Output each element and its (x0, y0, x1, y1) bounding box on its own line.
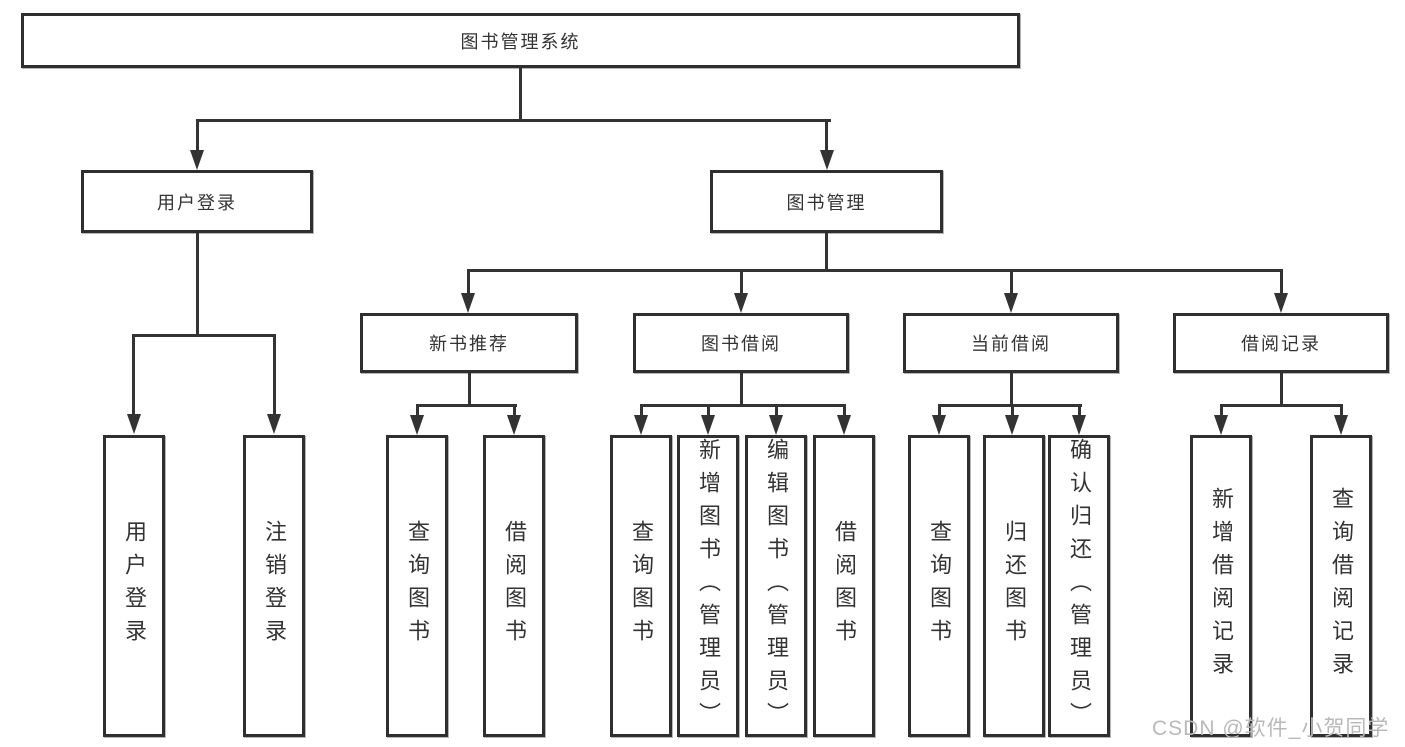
connector-records-stem (1279, 373, 1283, 407)
leaf-borrow-query: 查询图书 (610, 435, 672, 737)
arrow-currentborrow-leaf-2 (1005, 415, 1019, 435)
connector-bookmgmt-drop-3 (1009, 269, 1013, 295)
arrow-bookborrow-leaf-3 (769, 415, 783, 435)
node-label: 新增图书（管理员） (696, 438, 721, 735)
arrow-records-leaf-2 (1334, 415, 1348, 435)
leaf-current-confirm-admin: 确认归还（管理员） (1048, 435, 1110, 737)
connector-records-drop-2 (1339, 404, 1343, 418)
node-label: 当前借阅 (971, 334, 1051, 354)
arrow-currentborrow-leaf-3 (1072, 415, 1086, 435)
arrow-bookborrow-leaf-4 (837, 415, 851, 435)
leaf-borrow-book: 借阅图书 (813, 435, 875, 737)
arrow-to-book-management (819, 150, 834, 170)
node-label: 借阅图书 (832, 520, 857, 652)
connector-bookmgmt-rail (466, 269, 1283, 272)
connector-bookborrow-stem (739, 373, 743, 407)
connector-root-drop-left (195, 119, 199, 153)
leaf-logout: 注销登录 (243, 435, 305, 737)
leaf-current-query: 查询图书 (908, 435, 970, 737)
connector-currentborrow-rail (937, 404, 1082, 407)
leaf-borrow-add-admin: 新增图书（管理员） (677, 435, 739, 737)
arrow-to-book-borrow (734, 293, 748, 313)
arrow-newbook-leaf-2 (507, 415, 521, 435)
node-label: 图书管理 (786, 192, 867, 213)
connector-bookborrow-drop-1 (639, 404, 643, 418)
connector-root-drop-right (825, 119, 828, 153)
node-borrow-records: 借阅记录 (1173, 313, 1389, 373)
connector-bookborrow-rail (639, 404, 846, 407)
node-label: 借阅记录 (1241, 334, 1321, 354)
connector-records-drop-1 (1219, 404, 1223, 418)
node-label: 归还图书 (1002, 520, 1027, 652)
leaf-records-query: 查询借阅记录 (1310, 435, 1372, 737)
leaf-borrow-edit-admin: 编辑图书（管理员） (745, 435, 807, 737)
leaf-current-return: 归还图书 (983, 435, 1045, 737)
node-label: 图书借阅 (701, 334, 781, 354)
node-book-borrow: 图书借阅 (633, 313, 849, 373)
node-label: 查询图书 (405, 520, 430, 652)
arrow-to-new-book (461, 293, 475, 313)
connector-root-stem (519, 68, 522, 122)
connector-records-rail (1219, 404, 1343, 407)
connector-bookborrow-drop-4 (842, 404, 846, 418)
node-label: 查询借阅记录 (1329, 487, 1354, 685)
node-label: 查询图书 (927, 520, 952, 652)
node-label: 借阅图书 (502, 520, 527, 652)
connector-newbook-rail (415, 404, 517, 407)
connector-bookborrow-drop-2 (706, 404, 710, 418)
node-label: 图书管理系统 (460, 31, 581, 52)
connector-currentborrow-drop-3 (1077, 404, 1081, 418)
connector-userlogin-stem (195, 233, 199, 337)
arrow-bookborrow-leaf-1 (634, 415, 648, 435)
leaf-user-login: 用户登录 (103, 435, 165, 737)
arrow-bookborrow-leaf-2 (701, 415, 715, 435)
connector-newbook-stem (467, 373, 471, 407)
connector-currentborrow-stem (1009, 373, 1013, 407)
leaf-records-add: 新增借阅记录 (1190, 435, 1252, 737)
arrow-newbook-leaf-1 (410, 415, 424, 435)
connector-bookmgmt-drop-2 (739, 269, 743, 295)
arrow-to-leaf-user-login (126, 414, 141, 434)
node-label: 确认归还（管理员） (1067, 438, 1092, 735)
node-user-login: 用户登录 (81, 170, 313, 233)
node-current-borrow: 当前借阅 (903, 313, 1119, 373)
connector-newbook-drop-2 (512, 404, 516, 418)
arrow-to-current-borrow (1004, 293, 1018, 313)
connector-currentborrow-drop-2 (1010, 404, 1014, 418)
connector-userlogin-drop-1 (132, 334, 135, 416)
arrow-currentborrow-leaf-1 (932, 415, 946, 435)
connector-bookborrow-drop-3 (774, 404, 778, 418)
connector-bookmgmt-stem (825, 233, 828, 272)
node-label: 用户登录 (157, 192, 237, 213)
arrow-to-leaf-logout (267, 414, 281, 434)
connector-userlogin-rail (132, 334, 276, 337)
node-label: 查询图书 (629, 520, 654, 652)
connector-newbook-drop-1 (415, 404, 419, 418)
node-label: 新增借阅记录 (1209, 487, 1234, 685)
connector-bookmgmt-drop-1 (466, 269, 470, 295)
leaf-newbook-borrow: 借阅图书 (483, 435, 545, 737)
node-new-book-recommend: 新书推荐 (360, 313, 578, 373)
node-label: 注销登录 (262, 520, 287, 652)
arrow-to-user-login (190, 150, 204, 170)
node-book-management: 图书管理 (710, 170, 943, 233)
watermark-text: CSDN @软件_小贺同学 (1152, 717, 1390, 740)
connector-userlogin-drop-2 (272, 334, 276, 416)
connector-root-rail (195, 119, 831, 122)
arrow-to-borrow-records (1274, 293, 1288, 313)
arrow-records-leaf-1 (1214, 415, 1228, 435)
leaf-newbook-query: 查询图书 (386, 435, 448, 737)
node-label: 新书推荐 (429, 334, 509, 354)
node-root-library-system: 图书管理系统 (21, 13, 1020, 68)
connector-bookmgmt-drop-4 (1279, 269, 1283, 295)
connector-currentborrow-drop-1 (937, 404, 941, 418)
node-label: 编辑图书（管理员） (764, 438, 789, 735)
node-label: 用户登录 (122, 520, 147, 652)
